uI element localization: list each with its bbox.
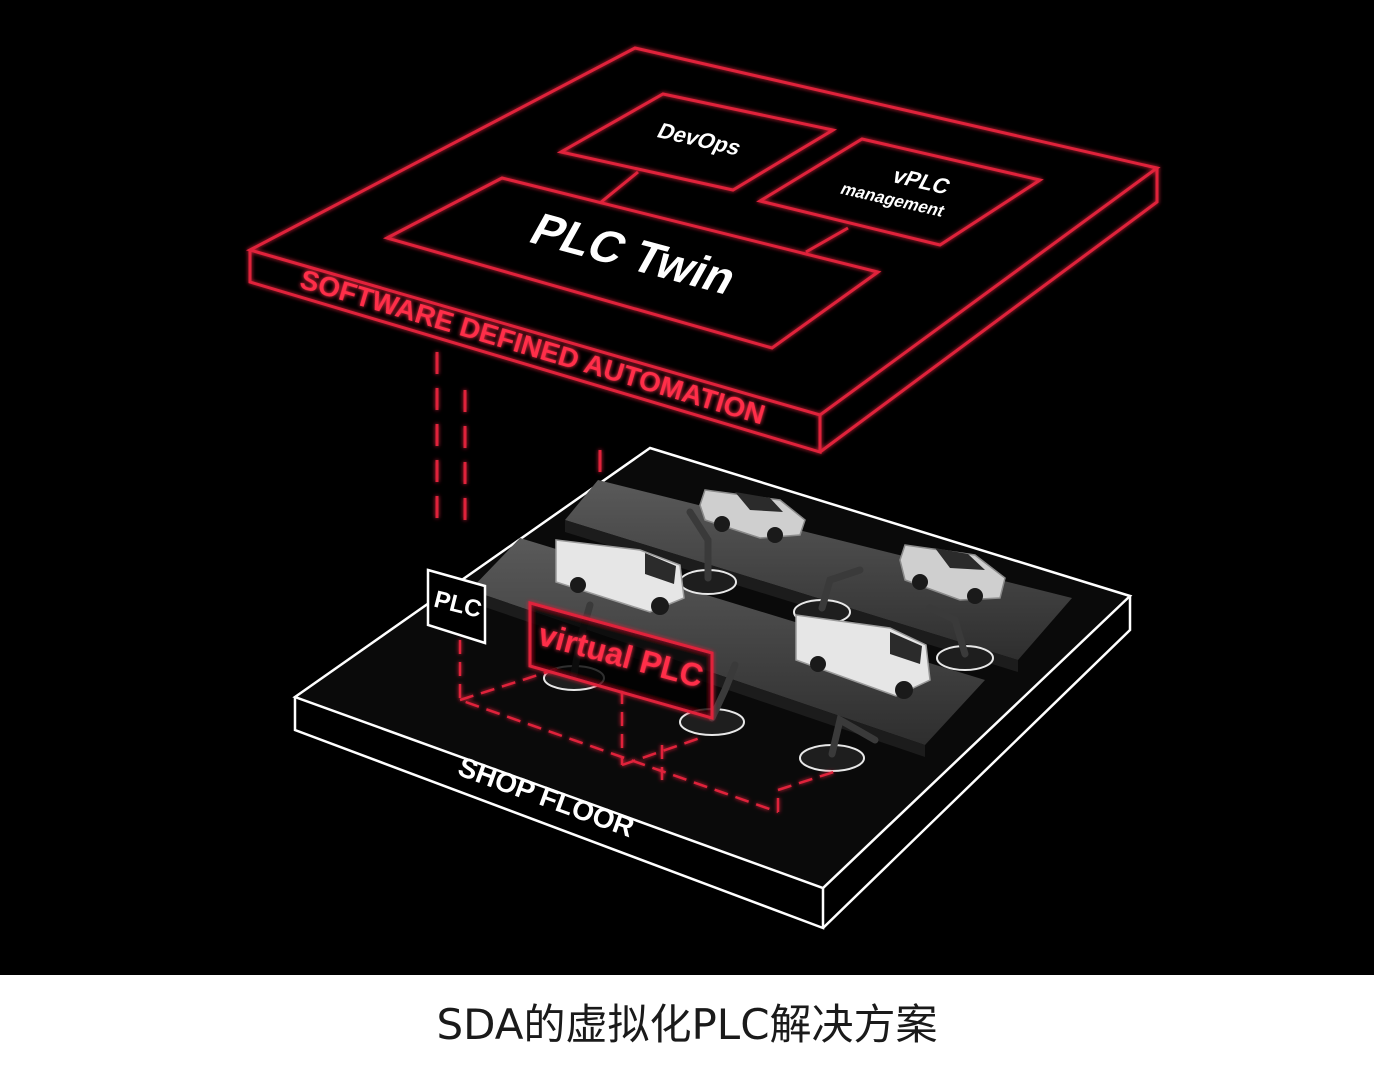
connector-devops-twin [599,170,639,205]
devops-label: DevOps [653,119,745,160]
diagram-svg: DevOps vPLC management PLC Twin SOFTWARE… [246,46,1161,930]
pickup-truck-1 [555,539,685,615]
sda-platform-front-left [248,250,822,455]
plc-twin-label: PLC Twin [522,204,747,303]
figure-caption: SDA的虚拟化PLC解决方案 [436,1000,938,1049]
diagram-canvas: DevOps vPLC management PLC Twin SOFTWARE… [0,0,1374,975]
pickup-truck-2 [795,614,931,699]
shop-floor-layer [292,446,1133,930]
shop-floor-network-lines [458,640,841,814]
software-defined-automation-layer [246,46,1161,455]
car-1 [699,489,806,543]
connector-vplc-twin [805,226,849,254]
plc-twin-module-box [382,176,882,350]
virtual-plc-box [528,601,714,720]
car-2 [899,544,1006,604]
devops-module-box [556,92,838,192]
shop-floor-front-left [293,697,825,930]
vplc-module-box [756,137,1044,247]
shop-floor-front-right [822,596,1132,929]
plc-box [426,568,487,645]
sda-platform-front-right [819,168,1159,454]
conveyor-belt-back-edge [565,520,1018,672]
